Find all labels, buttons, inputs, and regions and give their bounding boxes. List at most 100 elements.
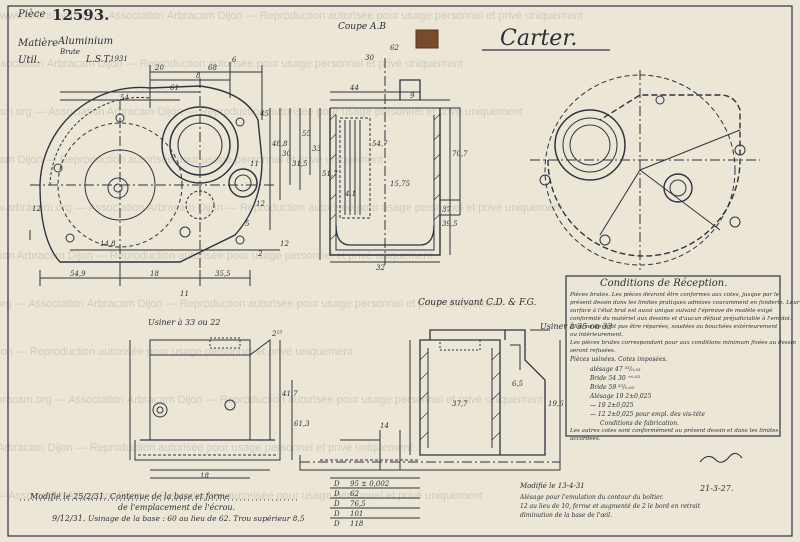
dim-label: 8	[196, 72, 201, 80]
dim-label: 14,8	[100, 240, 116, 248]
section-ab-label: Coupe A.B	[338, 22, 387, 32]
dim-label: 32	[376, 264, 385, 272]
watermark-row: www.arbracam.org — Association Arbracam …	[0, 250, 433, 262]
dim-label: 11	[180, 290, 189, 298]
matiere-label: Matière	[18, 38, 59, 49]
watermark-row: www.arbracam.org — Association Arbracam …	[0, 154, 383, 166]
dim-table-value: 118	[350, 520, 364, 528]
dim-label: 12	[32, 205, 41, 213]
tolerance-line: Bride 54 30 ⁺⁰·⁰³	[590, 375, 640, 382]
dim-table-label: D	[334, 520, 340, 528]
dim-label: 20	[155, 64, 164, 72]
dim-label: 5	[245, 220, 250, 228]
conditions-line: seront refusées.	[570, 348, 616, 354]
dim-table-label: D	[334, 500, 340, 508]
modification-date: Modifié le 25/2/31.	[30, 492, 107, 501]
dim-table-value: 62	[350, 490, 359, 498]
dim-label: 33	[312, 145, 321, 153]
dim-label: 12	[280, 240, 289, 248]
dim-label: 30	[282, 150, 291, 158]
brute-label: Brute	[60, 48, 80, 56]
conditions-line: présent dessin dans les limites pratique…	[570, 300, 800, 306]
dim-label: 44	[350, 84, 359, 92]
dim-label: 55	[302, 130, 311, 138]
dim-label: 31,5	[292, 160, 308, 168]
dim-label: 48,8	[272, 140, 288, 148]
modification-date: 9/12/31.	[52, 514, 86, 523]
watermark-row: www.arbracam.org — Association Arbracam …	[0, 202, 563, 214]
dim-label: 61,3	[294, 420, 310, 428]
dim-table-label: D	[334, 490, 340, 498]
dim-table-value: 101	[350, 510, 364, 518]
conditions-line: Elles ne devront pas être réparées, soud…	[570, 324, 778, 330]
dim-label: 41,7	[282, 390, 298, 398]
modification-text: Alésage pour l'emulation du contour du b…	[520, 494, 664, 501]
conditions-footer3: accordées.	[570, 436, 601, 442]
piece-label: Pièce	[18, 9, 46, 20]
conditions-line: ou intérieurement.	[570, 332, 624, 338]
util-label: Util.	[18, 55, 41, 66]
modification-text: de l'emplacement de l'écrou.	[118, 503, 236, 512]
modification-text: 12 au lieu de 10, ferme et augmenté de 2…	[520, 503, 701, 510]
dim-label: 37	[442, 206, 451, 214]
dim-label: 11	[250, 160, 259, 168]
tolerance-line: — 12 2±0,025 pour empl. des vis-tête	[590, 411, 706, 418]
watermark-row: www.arbracam.org — Association Arbracam …	[0, 394, 543, 406]
dim-label: 45	[260, 110, 269, 118]
dim-label: 54,7	[372, 140, 388, 148]
conditions-line: Pièces usinées. Cotes imposées.	[570, 356, 668, 363]
tolerance-line: alésage 47 ³⁵/₀.₀₃	[590, 366, 641, 373]
dim-table-value: 76,5	[350, 500, 366, 508]
dim-label: 51,7	[322, 170, 338, 178]
dim-label: 54	[120, 94, 129, 102]
modification-text: Contenue de la base et forme	[110, 492, 230, 501]
watermark-row: www.arbracam.org — Association Arbracam …	[0, 298, 503, 310]
conditions-line: Pièces brutes. Les pièces devront être c…	[570, 292, 780, 298]
section-ab-view	[319, 29, 461, 265]
conditions-line: surface à l'état brut est aussi unique s…	[570, 308, 773, 314]
dim-label: 19,6	[548, 400, 564, 408]
dim-label: 61	[170, 84, 179, 92]
tolerance-line: — 19 2±0,025	[590, 402, 634, 409]
dim-label: 68	[208, 64, 217, 72]
dim-label: 9	[410, 92, 415, 100]
dim-label: 30	[365, 54, 374, 62]
dim-label: 6,5	[512, 380, 524, 388]
conditions-line: conformité du matériel aux dessins et d'…	[570, 316, 792, 322]
dim-label: 18	[200, 472, 209, 480]
dim-label: 18	[150, 270, 159, 278]
right-plan-view	[530, 70, 760, 270]
watermark-row: www.arbracam.org — Association Arbracam …	[0, 346, 353, 358]
modification-text: diminution de la base de l'œil.	[520, 512, 613, 519]
tolerance-line: Bride 59 ²⁵/₀.₀₃	[590, 384, 634, 391]
dim-table-label: D	[334, 510, 340, 518]
dim-label: 2²³	[272, 330, 283, 338]
left-plan-view	[29, 62, 311, 286]
modification-date: Modifié le 13-4-31	[520, 482, 585, 490]
dim-table-value: 95 ± 0,002	[350, 480, 390, 488]
watermark-row: www.arbracam.org — Association Arbracam …	[0, 442, 413, 454]
dim-table-label: D	[334, 480, 340, 488]
brute-value: L.S.T.	[86, 55, 112, 65]
dim-label: 62	[390, 44, 399, 52]
modification-text: Usinage de la base : 60 au lieu de 62. T…	[88, 514, 305, 523]
year: 1931	[110, 55, 128, 63]
dim-label: 12	[256, 200, 265, 208]
dim-label: 35,5	[215, 270, 231, 278]
conditions-box	[565, 275, 781, 437]
dim-label: 2	[258, 250, 263, 258]
drawing-title: Carter.	[500, 26, 578, 51]
watermark-row: www.arbracam.org — Association Arbracam …	[0, 106, 523, 118]
watermark-row: www.arbracam.org — Association Arbracam …	[0, 58, 463, 70]
section-cdfg-view	[299, 329, 561, 519]
dim-label: 4,1	[345, 190, 357, 198]
dim-label: 70,7	[452, 150, 468, 158]
usinage-note-1: Usiner à 33 ou 22	[148, 318, 221, 327]
dim-label: 14	[380, 422, 389, 430]
conditions-footer2: Les autres cotes sont conformément au pr…	[570, 428, 779, 434]
conditions-footer: Conditions de fabrication.	[600, 420, 679, 427]
section-cdfg-label: Coupe suivant C.D. & F.G.	[418, 298, 537, 308]
conditions-title: Conditions de Réception.	[600, 278, 728, 289]
